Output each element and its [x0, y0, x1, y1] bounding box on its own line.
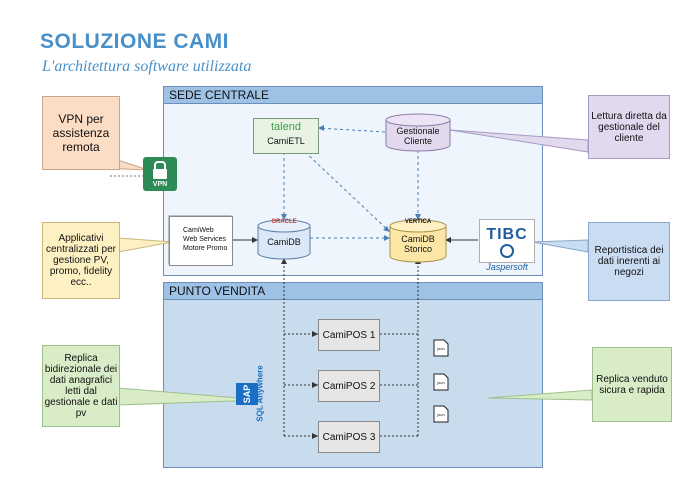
sap-sql-anywhere-logo: SAP SQL Anywhere [236, 355, 276, 435]
talend-logo: talend [271, 121, 301, 133]
storico-label-line1: CamiDB [401, 234, 435, 244]
venduto-callout-pointer [487, 389, 593, 401]
replica-bidirezionale-callout: Replica bidirezionale dei dati anagrafic… [42, 345, 120, 427]
camidb-label: CamiDB [267, 237, 301, 247]
json-file-icon-3 [433, 405, 449, 423]
lettura-callout-pointer [449, 129, 589, 153]
talend-label: CamiETL [267, 136, 305, 146]
sql-anywhere-text: SQL Anywhere [255, 365, 265, 422]
jaspersoft-text: Jaspersoft [486, 262, 528, 272]
json-label-1: json [437, 346, 445, 351]
json-file-icon-1 [433, 339, 449, 357]
sede-centrale-header: SEDE CENTRALE [164, 87, 542, 104]
storico-label: CamiDB Storico [390, 234, 446, 254]
vpn-callout: VPN per assistenza remota [42, 96, 120, 170]
camiweb-node: CamiWeb Web Services Motore Promo [169, 216, 233, 266]
camidb-cylinder [257, 219, 311, 260]
applicativi-callout: Applicativi centralizzati per gestione P… [42, 222, 120, 299]
camipos-2: CamiPOS 2 [318, 370, 380, 402]
tibco-o-icon [500, 244, 514, 258]
gestionale-label: Gestionale Cliente [396, 126, 440, 146]
page-subtitle: L'architettura software utilizzata [42, 58, 252, 75]
replica-venduto-callout: Replica venduto sicura e rapida [592, 347, 672, 422]
oracle-logo: ORACLE [271, 219, 297, 225]
json-label-2: json [437, 380, 445, 385]
lettura-callout: Lettura diretta da gestionale del client… [588, 95, 670, 159]
applicativi-callout-pointer [117, 237, 173, 253]
camipos-3: CamiPOS 3 [318, 421, 380, 453]
motore-promo-label: Motore Promo [183, 245, 228, 252]
vpn-label: VPN [152, 181, 168, 188]
reportistica-callout: Reportistica dei dati inerenti ai negozi [588, 222, 670, 301]
report-callout-pointer [532, 239, 589, 253]
tibco-text: TIBC [486, 226, 528, 243]
punto-vendita-header: PUNTO VENDITA [164, 283, 542, 300]
tibco-jaspersoft-logo: TIBC Jaspersoft [479, 219, 535, 272]
vpn-lock-icon: VPN [143, 157, 177, 191]
storico-label-line2: Storico [403, 244, 432, 254]
storico-cylinder [389, 219, 447, 263]
webservices-label: Web Services [183, 236, 227, 243]
gestionale-cylinder [385, 113, 451, 152]
page-title: SOLUZIONE CAMI [40, 30, 229, 53]
camiweb-label: CamiWeb [183, 227, 214, 234]
gestionale-talend-link [317, 127, 386, 133]
talend-node: talend CamiETL [253, 118, 319, 154]
json-label-3: json [437, 412, 445, 417]
camipos-1: CamiPOS 1 [318, 319, 380, 351]
vertica-logo: VERTICA [404, 219, 432, 225]
talend-storico-link [304, 151, 391, 233]
json-file-icon-2 [433, 373, 449, 391]
